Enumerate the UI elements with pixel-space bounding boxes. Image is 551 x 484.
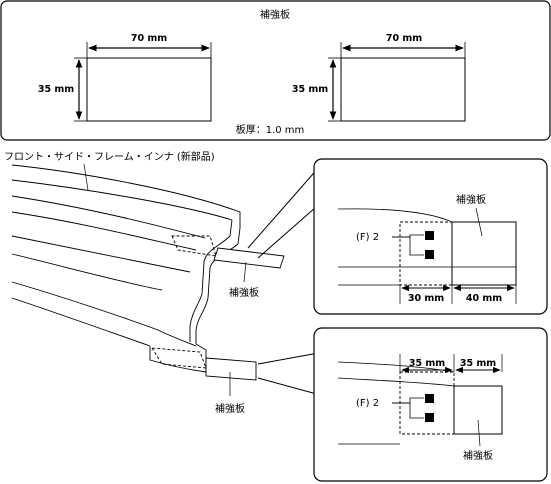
- frame-crease-3: [11, 235, 191, 273]
- detail-lower-dim-left: 35 mm: [409, 358, 445, 369]
- part-label-leader: [83, 163, 89, 191]
- top-panel-frame: [0, 0, 551, 141]
- part-label: フロント・サイド・フレーム・インナ (新部品): [4, 150, 215, 163]
- upper-plate-leader: [243, 261, 247, 283]
- plate-left: 70 mm 35 mm: [38, 33, 212, 122]
- detail-upper-plate-label: 補強板: [456, 193, 486, 206]
- upper-plate-hidden: [171, 235, 217, 257]
- plate-left-width-label: 70 mm: [131, 33, 167, 44]
- detail-lower-plate: [453, 385, 503, 435]
- lower-plate-label: 補強板: [215, 402, 245, 415]
- plate-right-width-label: 70 mm: [386, 33, 422, 44]
- frame-illustration: フロント・サイド・フレーム・インナ (新部品) 補強板 補強板: [4, 150, 325, 415]
- detail-lower-frame: [313, 327, 548, 482]
- frame-bottom-flange: [149, 346, 207, 373]
- detail-upper-dim-right: 40 mm: [466, 293, 502, 304]
- detail-lower: 35 mm 35 mm (F) 2 補強板: [313, 327, 548, 482]
- lower-plate-hidden: [151, 347, 207, 369]
- detail-lower-dim-right: 35 mm: [460, 358, 496, 369]
- plate-left-height-label: 35 mm: [38, 84, 74, 95]
- frame-bottom-inner: [11, 297, 151, 347]
- top-panel: 補強板 70 mm 35 mm 70 mm 35 mm 板厚：1.0 mm: [0, 0, 551, 141]
- top-panel-title: 補強板: [260, 8, 290, 21]
- callout-line-lower-b: [257, 377, 325, 397]
- lower-plate-visible: [205, 357, 257, 381]
- callout-line-lower-a: [257, 351, 325, 365]
- plate-right-height-label: 35 mm: [292, 84, 328, 95]
- frame-crease-1: [11, 195, 206, 239]
- frame-bottom-edge: [11, 281, 197, 347]
- plate-right-rect: [340, 57, 466, 122]
- frame-top-edge-inner: [11, 179, 233, 221]
- thickness-label: 板厚：1.0 mm: [236, 123, 305, 136]
- weld-point-1: [425, 231, 434, 240]
- detail-lower-weld-label: (F) 2: [356, 398, 379, 409]
- plate-right: 70 mm 35 mm: [292, 33, 466, 122]
- detail-upper: 補強板 (F) 2 30 mm 40 mm: [313, 158, 548, 315]
- upper-plate-visible: [213, 247, 285, 269]
- weld-point-2: [425, 250, 434, 259]
- frame-top-edge: [11, 164, 241, 228]
- callout-line-upper-a: [247, 165, 321, 249]
- weld-point-4: [425, 413, 434, 422]
- upper-plate-label: 補強板: [229, 286, 259, 299]
- frame-web-left: [189, 219, 233, 342]
- weld-point-3: [425, 394, 434, 403]
- plate-left-rect: [86, 57, 212, 122]
- detail-upper-weld-label: (F) 2: [356, 232, 379, 243]
- frame-crease-2: [11, 211, 197, 251]
- detail-lower-plate-label: 補強板: [463, 449, 493, 462]
- detail-upper-dim-left: 30 mm: [408, 293, 444, 304]
- frame-crease-4: [11, 253, 163, 291]
- callout-line-upper-b: [257, 199, 325, 259]
